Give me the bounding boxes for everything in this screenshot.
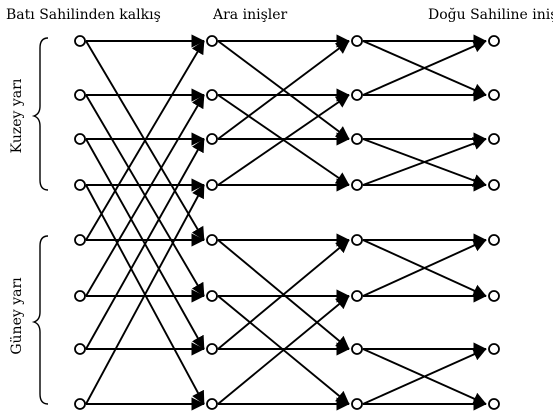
node-circle [488, 35, 500, 47]
node-circle [351, 290, 363, 302]
end-column-label: Doğu Sahiline iniş [428, 7, 553, 23]
node-circle [351, 398, 363, 410]
start-column-label: Batı Sahilinden kalkış [6, 7, 161, 23]
edges-group [85, 34, 487, 411]
node-circle [206, 179, 218, 191]
node-circle [351, 89, 363, 101]
edge-arrow [362, 137, 487, 186]
node-circle [488, 398, 500, 410]
edge-arrow [217, 295, 350, 405]
nodes-group [74, 35, 500, 410]
node-circle [351, 343, 363, 355]
edge-arrow [217, 239, 350, 350]
node-circle [74, 398, 86, 410]
node-circle [74, 290, 86, 302]
south-half-label: Güney yarı [9, 277, 25, 355]
node-circle [488, 234, 500, 246]
node-circle [74, 234, 86, 246]
node-circle [488, 179, 500, 191]
node-circle [206, 89, 218, 101]
edge-arrow [85, 184, 205, 405]
node-circle [74, 343, 86, 355]
node-circle [206, 290, 218, 302]
node-circle [488, 89, 500, 101]
node-circle [206, 343, 218, 355]
north-half-label: Kuzey yarı [9, 78, 25, 153]
node-circle [488, 133, 500, 145]
node-circle [74, 89, 86, 101]
edge-arrow [217, 94, 350, 186]
edge-arrow [217, 40, 350, 140]
node-circle [206, 234, 218, 246]
north-half-brace [31, 37, 49, 191]
node-circle [351, 234, 363, 246]
node-circle [74, 133, 86, 145]
node-circle [206, 35, 218, 47]
node-circle [488, 290, 500, 302]
edge-arrow [362, 348, 487, 405]
south-half-brace [31, 235, 49, 405]
node-circle [74, 179, 86, 191]
node-circle [351, 35, 363, 47]
edge-arrow [362, 239, 487, 297]
node-circle [488, 343, 500, 355]
node-circle [206, 133, 218, 145]
node-circle [351, 179, 363, 191]
node-circle [74, 35, 86, 47]
edge-arrow [85, 94, 205, 297]
edge-arrow [85, 40, 205, 241]
edge-arrow [85, 138, 205, 350]
node-circle [206, 398, 218, 410]
middle-column-label: Ara inişler [212, 7, 288, 23]
edge-arrow [362, 39, 487, 96]
node-circle [351, 133, 363, 145]
